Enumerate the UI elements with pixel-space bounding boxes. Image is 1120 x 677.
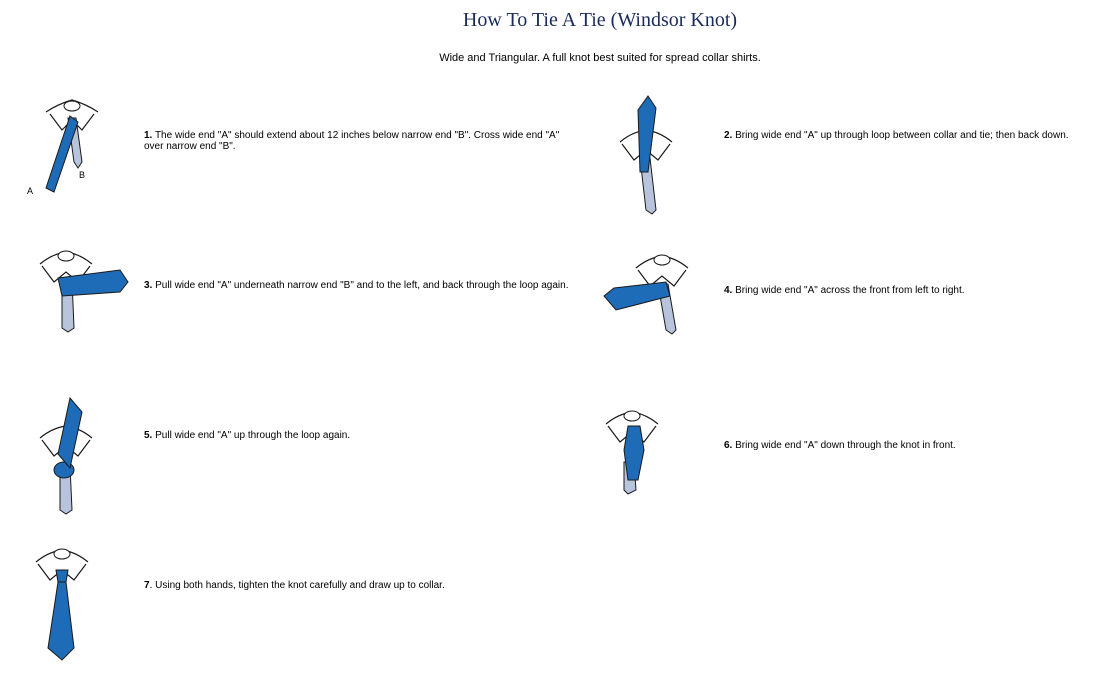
step-7-description: . Using both hands, tighten the knot car… [149,580,445,591]
step-2-description: Bring wide end "A" up through loop betwe… [735,130,1069,141]
step-1-number: 1. [144,130,153,141]
step-5-illustration [26,394,136,524]
step-3-description: Pull wide end "A" underneath narrow end … [155,280,569,291]
step-1-illustration [28,92,138,222]
step-1-text: 1. The wide end "A" should extend about … [144,130,574,152]
page-title: How To Tie A Tie (Windsor Knot) [462,9,738,31]
step-6-illustration [598,402,708,532]
step-4-number: 4. [724,285,733,296]
step-7-illustration [26,542,136,672]
step-2-illustration [600,92,710,222]
page-subtitle: Wide and Triangular. A full knot best su… [439,52,761,64]
step-6-description: Bring wide end "A" down through the knot… [735,440,956,451]
step-4-illustration [600,244,710,374]
step-3-illustration [28,240,138,370]
step-5-description: Pull wide end "A" up through the loop ag… [155,430,351,441]
step-6-text: 6. Bring wide end "A" down through the k… [724,440,1114,451]
step-3-text: 3. Pull wide end "A" underneath narrow e… [144,280,574,291]
step-3-number: 3. [144,280,153,291]
step-7-text: 7. Using both hands, tighten the knot ca… [144,580,574,591]
step-2-text: 2. Bring wide end "A" up through loop be… [724,130,1114,141]
label-b: B [79,170,86,180]
step-4-description: Bring wide end "A" across the front from… [735,285,965,296]
step-7-number: 7 [144,580,150,591]
step-5-number: 5. [144,430,153,441]
step-1-description: The wide end "A" should extend about 12 … [144,130,560,152]
step-4-text: 4. Bring wide end "A" across the front f… [724,285,1114,296]
step-5-text: 5. Pull wide end "A" up through the loop… [144,430,574,441]
step-2-number: 2. [724,130,733,141]
label-a: A [27,186,34,196]
step-6-number: 6. [724,440,733,451]
